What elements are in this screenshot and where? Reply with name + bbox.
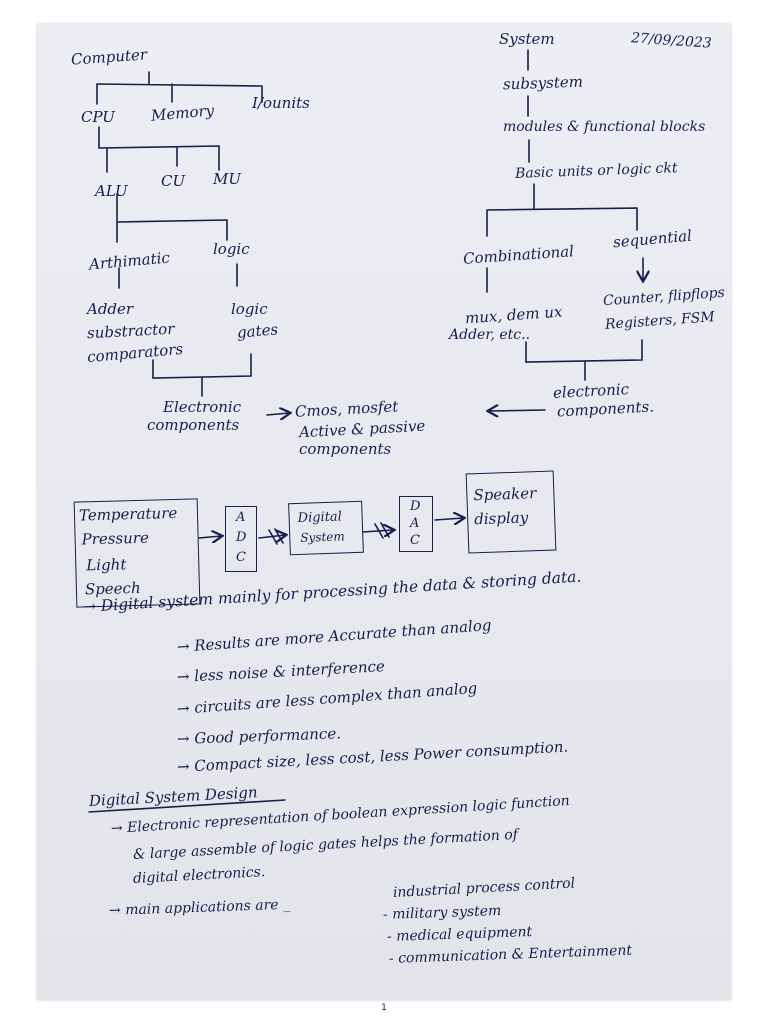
node-adder-etc: Adder, etc.. <box>449 327 531 343</box>
node-cpu: CPU <box>81 108 115 126</box>
output-line: Speaker <box>473 484 537 505</box>
input-line: Light <box>86 555 127 575</box>
adc-letter: C <box>236 550 246 565</box>
digital-system-label: System <box>300 529 346 545</box>
digital-system-label: Digital <box>297 509 343 526</box>
adc-letter: A <box>236 510 246 525</box>
adc-box: A D C <box>225 506 257 572</box>
node-electronic-1: Electronic <box>163 398 242 416</box>
dac-letter: D <box>410 499 421 514</box>
node-logic-gates-1: logic <box>231 300 268 318</box>
output-box: Speaker display <box>465 470 557 554</box>
node-modules: modules & functional blocks <box>503 119 706 135</box>
dac-letter: C <box>410 533 420 548</box>
node-mu: MU <box>213 170 242 188</box>
page-number: 1 <box>381 1003 387 1013</box>
node-adder: Adder <box>87 300 134 318</box>
node-electronic-2: components <box>147 416 240 434</box>
node-io-units: I/ounits <box>252 94 310 112</box>
node-alu: ALU <box>95 182 128 200</box>
node-logic: logic <box>213 240 250 258</box>
digital-system-box: Digital System <box>288 500 364 556</box>
tree-connectors <box>88 49 731 813</box>
dac-box: D A C <box>399 496 433 552</box>
node-cu: CU <box>161 172 186 190</box>
output-line: display <box>473 508 529 529</box>
node-subsystem: subsystem <box>502 72 584 94</box>
node-system: System <box>499 30 555 48</box>
design-app-item: - military system <box>382 902 502 923</box>
node-logic-gates-2: gates <box>236 320 279 342</box>
input-line: Temperature <box>78 503 178 525</box>
node-subtractor: substractor <box>86 319 175 343</box>
input-line: Pressure <box>81 528 150 549</box>
adc-letter: D <box>236 530 247 545</box>
notebook-page: 27/09/2023 Computer CPU Memory I/ounits … <box>37 24 731 1000</box>
node-cmos-3: components <box>299 440 392 458</box>
dac-letter: A <box>410 516 420 531</box>
node-electronic-r1: electronic <box>552 380 630 402</box>
